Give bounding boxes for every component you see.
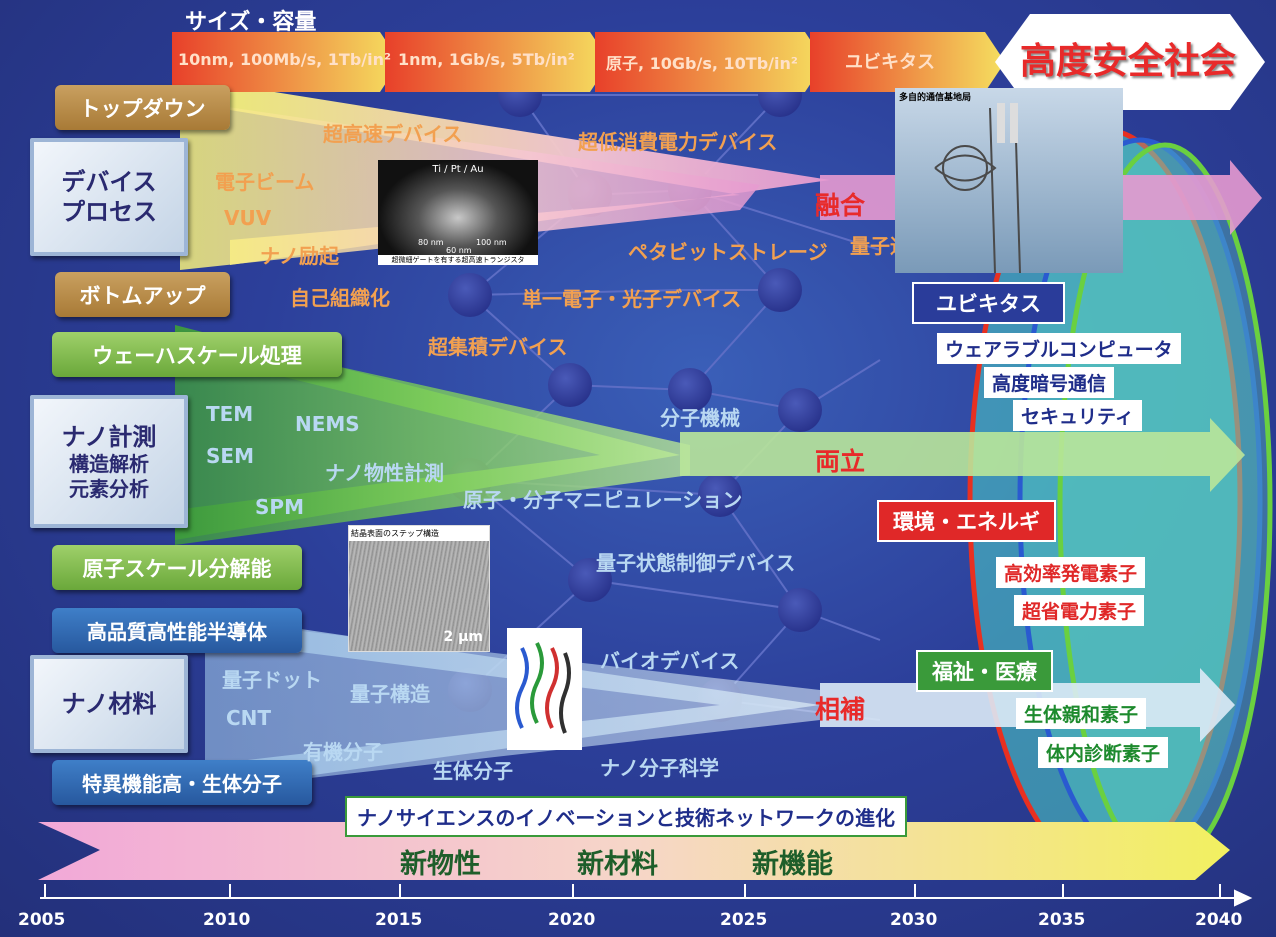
label-quantum-structure: 量子構造	[350, 682, 430, 706]
label-tem: TEM	[206, 402, 254, 426]
label-cnt: CNT	[226, 706, 272, 730]
stage-new-material: 新材料	[577, 849, 658, 880]
env-energy-header: 環境・エネルギ	[877, 500, 1056, 542]
spec-arrow-2: 1nm, 1Gb/s, 5Tb/in²	[398, 50, 575, 69]
crystal-scale: 2 μm	[443, 629, 483, 645]
stage-new-property: 新物性	[400, 849, 481, 880]
outcome-complement: 相補	[815, 695, 866, 724]
label-electron-beam: 電子ビーム	[215, 170, 315, 194]
transistor-scale-c: 60 nm	[446, 246, 472, 255]
nano-material-label: ナノ材料	[61, 690, 157, 718]
year-2040: 2040	[1195, 910, 1243, 930]
year-2030: 2030	[890, 910, 938, 930]
ubiquitous-item-security: セキュリティ	[1013, 400, 1142, 431]
nano-measure-label: ナノ計測	[61, 422, 157, 451]
transistor-scale-a: 80 nm	[418, 238, 444, 247]
label-quantum-state: 量子状態制御デバイス	[596, 551, 796, 575]
spec-arrow-4: ユビキタス	[845, 52, 935, 73]
label-nano-excitation: ナノ励起	[260, 244, 339, 268]
protein-helix-icon	[515, 642, 571, 734]
nano-measure-box: ナノ計測 構造解析 元素分析	[30, 395, 188, 528]
device-label: デバイス	[61, 168, 157, 196]
network-title: ナノサイエンスのイノベーションと技術ネットワークの進化	[345, 796, 907, 837]
nano-material-box: ナノ材料	[30, 655, 188, 753]
stage-new-function: 新機能	[752, 849, 833, 880]
spec-arrows	[172, 32, 1005, 92]
process-label: プロセス	[61, 198, 157, 226]
goal-hexagon	[995, 14, 1265, 110]
transistor-photo-title: Ti / Pt / Au	[432, 164, 484, 175]
ubiquitous-item-crypto: 高度暗号通信	[984, 367, 1115, 398]
year-2035: 2035	[1038, 910, 1086, 930]
device-process-box: デバイス プロセス	[30, 138, 188, 256]
label-nems: NEMS	[295, 412, 360, 436]
antenna-tower-icon	[934, 103, 1021, 273]
label-nano-molecular-science: ナノ分子科学	[600, 756, 719, 780]
ubiquitous-header: ユビキタス	[912, 282, 1065, 324]
transistor-scale-b: 100 nm	[476, 238, 507, 247]
transistor-photo: Ti / Pt / Au 80 nm 100 nm 60 nm 超微細ゲートを有…	[378, 160, 538, 265]
top-down-box: トップダウン	[55, 85, 230, 130]
welfare-item-biocompat: 生体親和素子	[1016, 698, 1147, 729]
outcome-coexist: 両立	[815, 447, 866, 476]
element-analysis-label: 元素分析	[69, 476, 149, 501]
transistor-photo-caption: 超微細ゲートを有する超高速トランジスタ	[378, 255, 538, 265]
wafer-scale-box: ウェーハスケール処理	[52, 332, 342, 377]
year-2010: 2010	[203, 910, 251, 930]
label-petabit: ペタビットストレージ	[628, 240, 828, 264]
label-sem: SEM	[206, 444, 254, 468]
spec-arrow-3: 原子, 10Gb/s, 10Tb/in²	[606, 54, 798, 73]
label-ultra-fast: 超高速デバイス	[323, 122, 463, 146]
timeline-axis	[40, 884, 1253, 907]
label-quantum-dot: 量子ドット	[222, 668, 322, 692]
label-single-electron: 単一電子・光子デバイス	[522, 287, 742, 311]
crystal-photo: 結晶表面のステップ構造 2 μm	[348, 525, 490, 652]
structure-analysis-label: 構造解析	[69, 451, 149, 476]
label-organic: 有機分子	[303, 740, 383, 764]
ubiquitous-item-wearable: ウェアラブルコンピュータ	[937, 333, 1181, 364]
special-bio-box: 特異機能高・生体分子	[52, 760, 312, 805]
tower-photo: 多自的通信基地局	[895, 88, 1123, 273]
label-self-org: 自己組織化	[290, 286, 390, 310]
env-item-power-save: 超省電力素子	[1014, 595, 1145, 626]
year-2025: 2025	[720, 910, 768, 930]
spec-arrow-1: 10nm, 100Mb/s, 1Tb/in²	[178, 50, 391, 69]
year-2020: 2020	[548, 910, 596, 930]
hq-semiconductor-box: 高品質高性能半導体	[52, 608, 302, 653]
tower-photo-caption: 多自的通信基地局	[899, 93, 972, 103]
goal-title: 高度安全社会	[1020, 41, 1237, 82]
label-molecular-machine: 分子機械	[660, 406, 740, 430]
label-bio-molecule: 生体分子	[433, 759, 513, 783]
bottom-band	[38, 822, 1230, 880]
year-2005: 2005	[18, 910, 66, 930]
label-spm: SPM	[255, 495, 304, 519]
welfare-item-diagnosis: 体内診断素子	[1038, 737, 1169, 768]
atomic-resolution-box: 原子スケール分解能	[52, 545, 302, 590]
outcome-fusion: 融合	[815, 191, 866, 220]
label-nano-property: ナノ物性計測	[325, 461, 444, 485]
size-capacity-label: サイズ・容量	[185, 10, 317, 35]
label-atom-manip: 原子・分子マニピュレーション	[463, 488, 743, 512]
label-ultra-low-power: 超低消費電力デバイス	[578, 130, 778, 154]
label-vuv: VUV	[224, 206, 272, 230]
label-super-integrated: 超集積デバイス	[428, 335, 568, 359]
crystal-photo-caption: 結晶表面のステップ構造	[349, 526, 489, 541]
protein-structure-image	[507, 628, 582, 750]
bottom-up-box: ボトムアップ	[55, 272, 230, 317]
env-item-power-gen: 高効率発電素子	[996, 557, 1146, 588]
welfare-header: 福祉・医療	[916, 650, 1053, 692]
label-bio-device: バイオデバイス	[600, 649, 740, 673]
year-2015: 2015	[375, 910, 423, 930]
